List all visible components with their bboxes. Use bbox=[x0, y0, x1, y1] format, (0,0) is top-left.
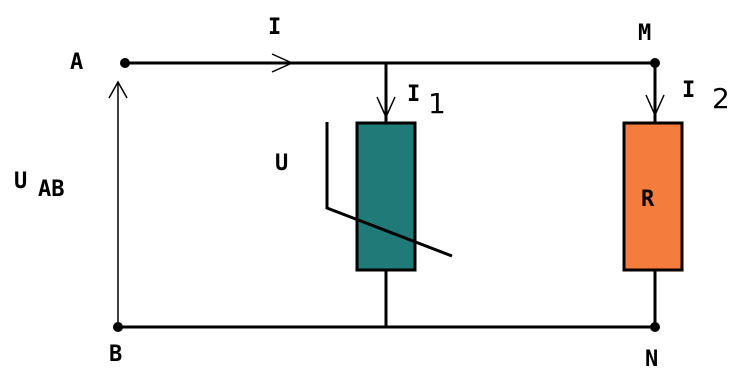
nodes bbox=[113, 58, 660, 332]
current-arrow-main bbox=[271, 53, 294, 73]
label-voltage-letter: U bbox=[14, 169, 27, 194]
current-arrow-1 bbox=[376, 96, 396, 119]
label-voltage-index: AB bbox=[38, 177, 65, 202]
current-arrow-2 bbox=[645, 94, 665, 117]
wires bbox=[118, 61, 657, 329]
voltage-arrow bbox=[108, 80, 128, 325]
varistor-body bbox=[355, 121, 417, 272]
label-current-main: I bbox=[268, 15, 281, 40]
node-m-dot bbox=[650, 58, 660, 68]
label-node-b: B bbox=[109, 342, 122, 367]
node-b-dot bbox=[113, 322, 123, 332]
resistor-body bbox=[622, 121, 684, 272]
current-arrows bbox=[271, 53, 665, 119]
label-varistor: U bbox=[275, 151, 288, 176]
label-node-n: N bbox=[645, 347, 658, 372]
label-current-1-letter: I bbox=[407, 82, 420, 107]
label-current-2-letter: I bbox=[682, 78, 695, 103]
label-node-m: M bbox=[638, 21, 651, 46]
label-current-1-index: 1 bbox=[428, 87, 446, 120]
node-a-dot bbox=[120, 58, 130, 68]
label-resistor: R bbox=[641, 187, 655, 212]
label-node-a: A bbox=[70, 50, 83, 75]
node-n-dot bbox=[650, 322, 660, 332]
label-current-2-index: 2 bbox=[712, 82, 730, 115]
varistor-slash bbox=[325, 122, 453, 258]
